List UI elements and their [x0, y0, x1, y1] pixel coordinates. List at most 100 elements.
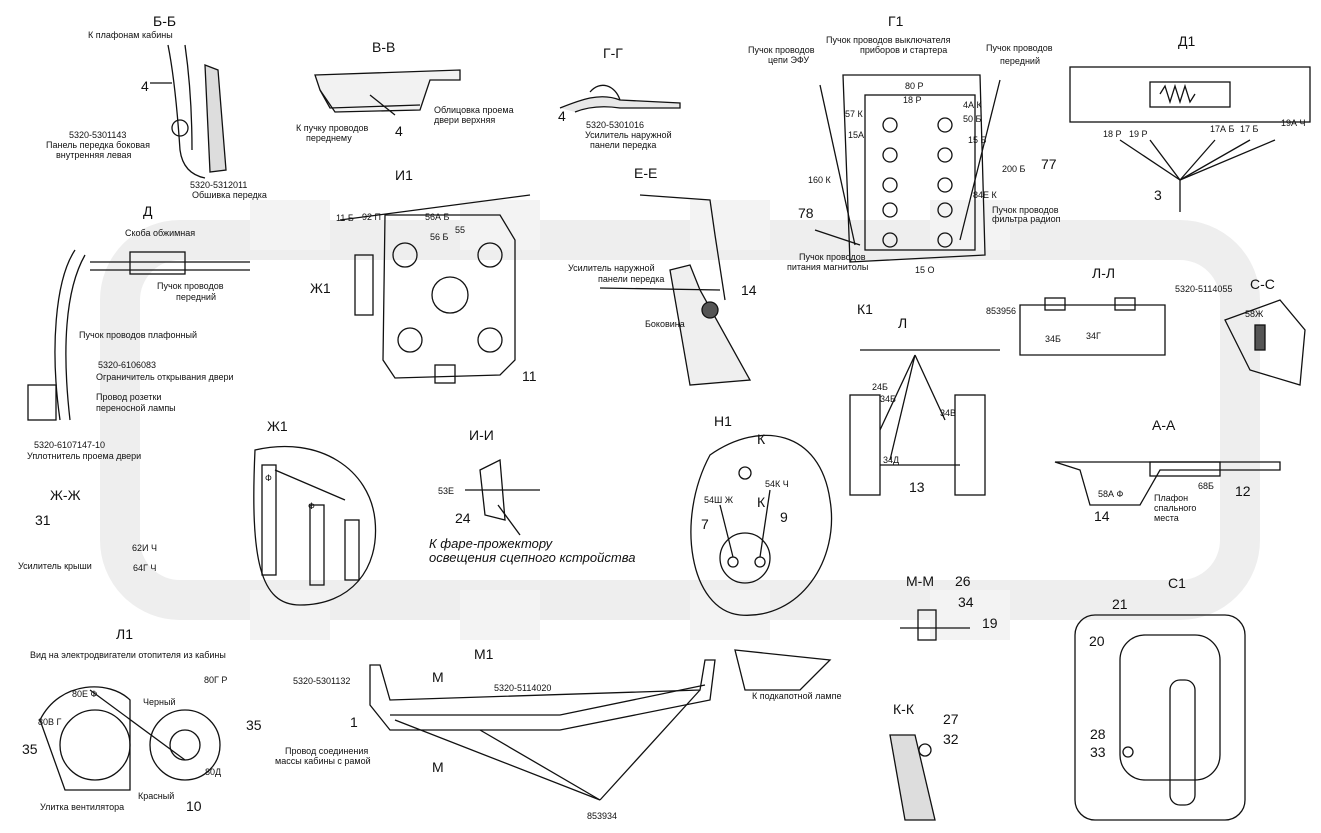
section-m1: [369, 649, 832, 801]
annotation-m1-part2: 5320-5114020: [494, 683, 552, 693]
wire-tag: 18 Р: [1103, 129, 1122, 139]
wire-tag: 62И Ч: [132, 543, 157, 553]
annotation-gg-desc2: панели передка: [590, 140, 657, 150]
annotation-bb-part2-desc: Обшивка передка: [192, 190, 267, 200]
annotation-l1-red: Красный: [138, 791, 175, 801]
annotation-ii-caption1: К фаре-прожектору: [429, 536, 553, 551]
wire-tag: Ф: [308, 501, 315, 511]
wire-tag: 17 Б: [1240, 124, 1259, 134]
annotation-vv-left2: переднему: [306, 133, 352, 143]
annotation-zhzh-amp: Усилитель крыши: [18, 561, 92, 571]
section-vv: [314, 69, 461, 116]
wire-tag: 160 К: [808, 175, 831, 185]
annotation-d-ceiling: Пучок проводов плафонный: [79, 330, 197, 340]
annotation-gg-part: 5320-5301016: [586, 120, 645, 130]
section-mm: [900, 609, 970, 641]
wire-tag: 15А: [848, 130, 865, 140]
annotation-aa-lamp3: места: [1154, 513, 1179, 523]
annotation-d-front2: передний: [176, 292, 216, 302]
callout-35-left: 35: [22, 741, 38, 757]
wire-tag: 58А Ф: [1098, 489, 1124, 499]
section-ii: [465, 458, 540, 536]
annotation-vv-left1: К пучку проводов: [296, 123, 369, 133]
section-ss: [1224, 299, 1306, 386]
wire-tag: 50 Б: [963, 114, 982, 124]
view-label-k1: К1: [857, 301, 873, 317]
annotation-d-part: 5320-6106083: [98, 360, 157, 370]
view-label-bb: Б-Б: [153, 13, 177, 29]
annotation-ee-amp1: Усилитель наружной: [568, 263, 655, 273]
wire-tag: 80Г Р: [204, 675, 228, 685]
view-label-l: Л: [898, 315, 908, 331]
callout-4-vv: 4: [395, 123, 403, 139]
section-zh1-block: [253, 445, 377, 606]
view-label-zh1-top: Ж1: [310, 280, 331, 296]
callout-77: 77: [1041, 156, 1057, 172]
wire-tag: 200 Б: [1002, 164, 1026, 174]
callout-33: 33: [1090, 744, 1106, 760]
annotation-l1-view: Вид на электродвигатели отопителя из каб…: [30, 650, 226, 660]
view-label-ll: Л-Л: [1092, 265, 1116, 281]
annotation-aa-lamp1: Плафон: [1154, 493, 1189, 503]
wire-tag: 68Б: [1198, 481, 1214, 491]
callout-13: 13: [909, 479, 925, 495]
callout-26: 26: [955, 573, 971, 589]
wire-tag: 80Д: [205, 767, 222, 777]
callout-14-ee: 14: [741, 282, 757, 298]
view-label-m-upper: М: [432, 669, 444, 685]
wire-tag: 11 Б: [336, 213, 354, 223]
wire-tag: 15 Б: [968, 135, 987, 145]
annotation-d-limiter: Ограничитель открывания двери: [96, 372, 234, 382]
view-label-kk: К-К: [893, 701, 914, 717]
section-k1: [849, 349, 1000, 496]
annotation-g1-radio1: Пучок проводов: [992, 205, 1059, 215]
annotation-d-seal: Уплотнитель проема двери: [27, 451, 142, 461]
callout-21: 21: [1112, 596, 1128, 612]
annotation-m1-ground2: массы кабины с рамой: [275, 756, 371, 766]
section-ee: [599, 194, 752, 386]
view-label-ee: Е-Е: [634, 165, 658, 181]
callout-20: 20: [1089, 633, 1105, 649]
section-bb: [150, 44, 227, 179]
wire-tag: 34Б: [880, 394, 896, 404]
view-label-i1: И1: [395, 167, 413, 183]
view-label-aa: А-А: [1152, 417, 1176, 433]
annotation-g1-efu2: цепи ЭФУ: [768, 55, 810, 65]
callout-31: 31: [35, 512, 51, 528]
section-n1: [690, 434, 833, 616]
callout-27: 27: [943, 711, 959, 727]
annotation-g1-radio2: фильтра радиоп: [992, 214, 1061, 224]
wire-tag: 54К Ч: [765, 479, 789, 489]
annotation-d-front1: Пучок проводов: [157, 281, 224, 291]
annotation-g1-front2: передний: [1000, 56, 1040, 66]
annotation-m1-ground1: Провод соединения: [285, 746, 369, 756]
annotation-ll-part2: 853956: [986, 306, 1017, 316]
annotation-ee-amp2: панели передка: [598, 274, 665, 284]
wire-tag: 84Е К: [973, 190, 997, 200]
annotation-aa-lamp2: спального: [1154, 503, 1197, 513]
annotation-d-lamp1: Провод розетки: [96, 392, 162, 402]
wire-tag: 56 Б: [430, 232, 449, 242]
wire-tag: 57 К: [845, 109, 863, 119]
watermark-gear: [100, 220, 1260, 620]
view-label-k: К: [757, 431, 766, 447]
wire-tag: 17А Б: [1210, 124, 1235, 134]
callout-34: 34: [958, 594, 974, 610]
annotation-bb-desc2: внутренняя левая: [56, 150, 132, 160]
section-l1: [39, 686, 221, 791]
annotation-d-lamp2: переносной лампы: [96, 403, 176, 413]
annotation-g1-mag2: питания магнитолы: [787, 262, 869, 272]
callout-28: 28: [1090, 726, 1106, 742]
wire-tag: 56А Б: [425, 212, 450, 222]
annotation-bb-part: 5320-5301143: [69, 130, 127, 140]
annotation-m1-part1: 5320-5301132: [293, 676, 351, 686]
wire-tag: 54Ш Ж: [704, 495, 734, 505]
wire-tag: 15 О: [915, 265, 935, 275]
section-d1-block: [1069, 66, 1311, 212]
wire-tag: 34Б: [1045, 334, 1061, 344]
annotation-bb-top: К плафонам кабины: [88, 30, 173, 40]
callout-32: 32: [943, 731, 959, 747]
callout-7: 7: [701, 516, 709, 532]
wire-tag: 64Г Ч: [133, 563, 157, 573]
